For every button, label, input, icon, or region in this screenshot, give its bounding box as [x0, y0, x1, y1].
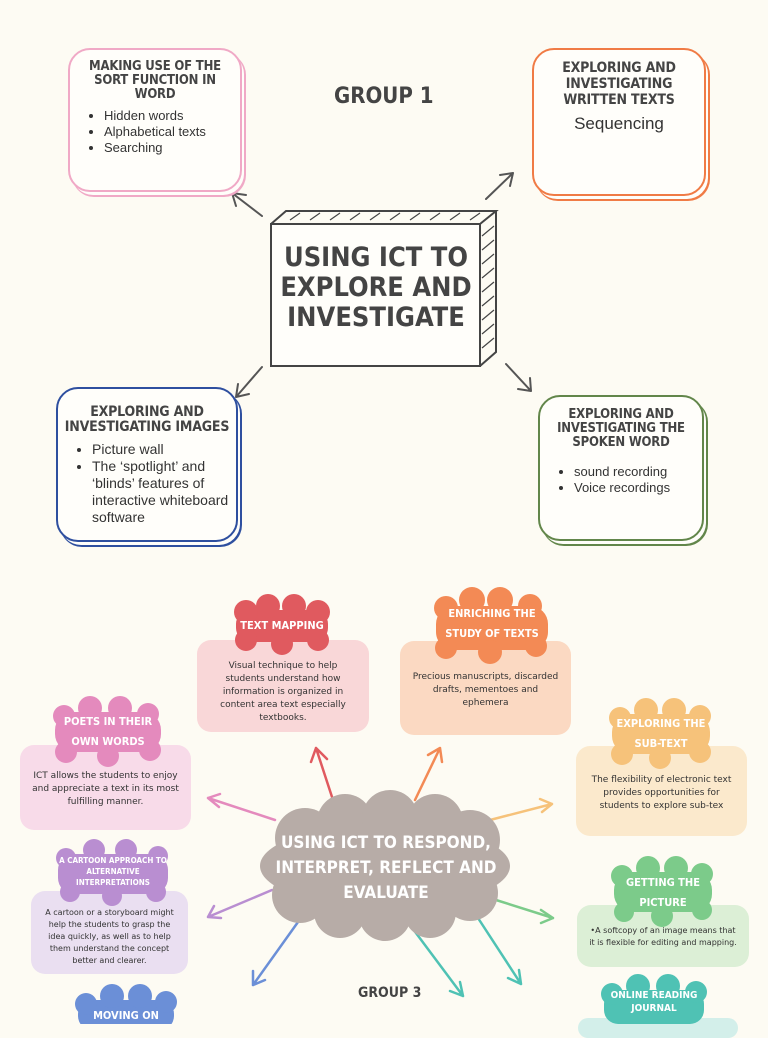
- box-images: EXPLORING AND INVESTIGATING IMAGES Pictu…: [56, 387, 238, 542]
- list-item: Alphabetical texts: [104, 124, 240, 140]
- cloud-title-text-mapping: TEXT MAPPING: [240, 619, 324, 632]
- cloud-title-subtext: EXPLORING THE SUB-TEXT: [616, 717, 706, 750]
- card-text-mapping: Visual technique to help students unders…: [197, 640, 369, 732]
- group1-label: GROUP 1: [334, 84, 434, 109]
- center-title-respond-text: USING ICT TO RESPOND, INTERPRET, REFLECT…: [275, 833, 497, 903]
- box-written-title: EXPLORING AND INVESTIGATING WRITTEN TEXT…: [562, 60, 676, 108]
- box-images-title: EXPLORING AND INVESTIGATING IMAGES: [64, 404, 230, 435]
- arrow-extra: [476, 916, 523, 986]
- arrow-to-sort-box: [231, 192, 263, 217]
- center-title-respond: USING ICT TO RESPOND, INTERPRET, REFLECT…: [272, 831, 500, 906]
- box-spoken-word: EXPLORING AND INVESTIGATING THE SPOKEN W…: [538, 395, 704, 541]
- center-title-explore: USING ICT TO EXPLORE AND INVESTIGATE: [276, 243, 476, 333]
- card-poets-text: ICT allows the students to enjoy and app…: [32, 771, 179, 807]
- cloud-enriching: [434, 587, 548, 664]
- arrow-to-spoken-word: [505, 363, 532, 392]
- list-item: Picture wall: [92, 441, 230, 458]
- arrow-to-written-texts: [485, 172, 514, 200]
- box-written-text: Sequencing: [574, 114, 664, 133]
- card-text-mapping-text: Visual technique to help students unders…: [220, 660, 346, 723]
- card-getting-picture-text: •A softcopy of an image means that it is…: [589, 926, 737, 947]
- cloud-online-journal: [601, 974, 707, 1024]
- box-spoken-title: EXPLORING AND INVESTIGATING THE SPOKEN W…: [557, 407, 685, 450]
- arrow-subtext: [488, 797, 554, 822]
- cloud-title-moving-on: MOVING ON: [93, 1009, 159, 1022]
- center-title-explore-text: USING ICT TO EXPLORE AND INVESTIGATE: [280, 242, 472, 333]
- arrow-cartoon: [206, 888, 274, 920]
- cloud-title-cartoon: A CARTOON APPROACH TO ALTERNATIVE INTERP…: [59, 856, 167, 887]
- arrow-moving-on: [251, 920, 300, 987]
- list-item: Hidden words: [104, 108, 240, 124]
- cloud-text-mapping: [234, 594, 330, 655]
- arrow-text-mapping: [309, 746, 335, 802]
- box-images-list: Picture wall The ‘spotlight’ and ‘blinds…: [58, 441, 230, 526]
- arrow-enriching: [413, 746, 444, 802]
- arrow-poets: [206, 792, 277, 822]
- group3-label: GROUP 3: [358, 985, 422, 1001]
- arrow-online-journal: [408, 923, 465, 998]
- list-item: The ‘spotlight’ and ‘blinds’ features of…: [92, 458, 230, 526]
- cloud-poets: [53, 696, 161, 767]
- box-sort-function: MAKING USE OF THE SORT FUNCTION IN WORD …: [68, 48, 242, 192]
- arrow-getting-picture: [494, 898, 555, 925]
- box-written-texts: EXPLORING AND INVESTIGATING WRITTEN TEXT…: [532, 48, 706, 196]
- card-cartoon-text: A cartoon or a storyboard might help the…: [45, 907, 174, 965]
- cloud-title-poets: POETS IN THEIR OWN WORDS: [63, 715, 153, 748]
- card-enriching: Precious manuscripts, discarded drafts, …: [400, 641, 571, 735]
- box-sort-title: MAKING USE OF THE SORT FUNCTION IN WORD: [89, 59, 221, 102]
- box-sort-list: Hidden words Alphabetical texts Searchin…: [70, 108, 240, 156]
- list-item: sound recording: [574, 464, 702, 480]
- arrow-to-images: [235, 366, 263, 398]
- cloud-getting-picture: [611, 856, 713, 927]
- center-box-outline: [270, 210, 499, 367]
- cloud-title-enriching: ENRICHING THE STUDY OF TEXTS: [445, 607, 539, 640]
- cloud-subtext: [609, 698, 711, 769]
- box-spoken-list: sound recording Voice recordings: [540, 464, 702, 496]
- list-item: Voice recordings: [574, 480, 702, 496]
- cloud-title-online-journal: ONLINE READING JOURNAL: [610, 990, 698, 1014]
- list-item: Searching: [104, 140, 240, 156]
- cloud-title-getting-picture: GETTING THE PICTURE: [626, 876, 700, 909]
- cloud-cartoon: [56, 839, 168, 906]
- cloud-moving-on: [75, 984, 177, 1024]
- card-enriching-text: Precious manuscripts, discarded drafts, …: [412, 671, 559, 708]
- center-cloud-shape: [260, 790, 510, 941]
- card-subtext-text: The flexibility of electronic text provi…: [591, 774, 732, 811]
